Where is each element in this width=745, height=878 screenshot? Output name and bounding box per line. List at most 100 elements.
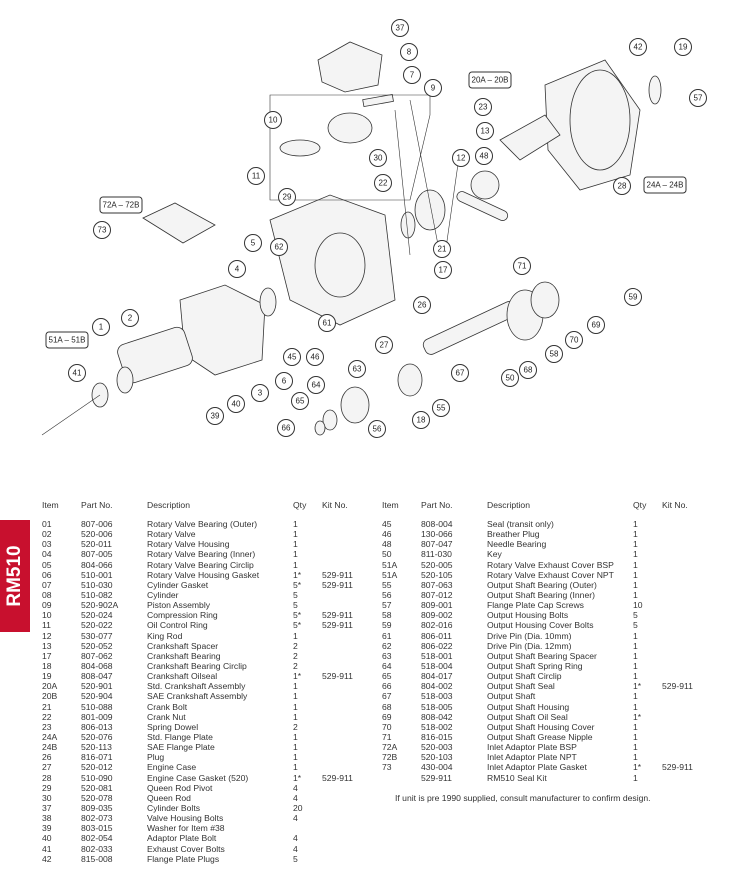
cell-item: 45: [382, 519, 392, 529]
callout-37: 37: [391, 19, 409, 37]
callout-70: 70: [565, 331, 583, 349]
cell-qty: 2: [293, 721, 298, 732]
cell-qty: 2: [293, 640, 298, 651]
cell-desc: Rotary Valve Housing: [147, 539, 230, 550]
callout-71: 71: [513, 257, 531, 275]
callout-27: 27: [375, 336, 393, 354]
cell-qty: 1: [633, 539, 638, 550]
cell-desc: Cylinder: [147, 589, 179, 600]
cell-part: 520-904: [81, 691, 113, 702]
cell-desc: Output Shaft Grease Nipple: [487, 731, 593, 742]
cell-qty: 5: [293, 589, 298, 600]
cell-desc: Washer for Item #38: [147, 823, 225, 834]
cell-desc: Needle Bearing: [487, 539, 547, 550]
callout-number: 7: [410, 71, 415, 80]
cell-desc: Seal (transit only): [487, 519, 554, 529]
callout-number: 69: [592, 321, 601, 330]
cell-item: 55: [382, 579, 392, 590]
cell-qty: 1: [293, 549, 298, 560]
cell-desc: Std. Crankshaft Assembly: [147, 681, 246, 692]
cell-item: 19: [42, 671, 52, 682]
cell-part: 802-016: [421, 620, 453, 631]
cell-kit: 529-911: [322, 579, 353, 590]
cell-qty: 5*: [293, 610, 302, 621]
cell-part: 510-001: [81, 569, 113, 580]
callout-21: 21: [433, 240, 451, 258]
cell-desc: Output Shaft: [487, 691, 536, 702]
cell-part: 802-033: [81, 843, 113, 854]
callout-9: 9: [424, 79, 442, 97]
header-part: Part No.: [81, 500, 113, 510]
cell-part: 510-082: [81, 589, 113, 600]
callout-circle: [92, 318, 110, 336]
cell-part: 518-002: [421, 721, 453, 732]
cell-item: 01: [42, 519, 52, 529]
callout-number: 46: [311, 353, 320, 362]
cell-item: 62: [382, 640, 392, 651]
callout-number: 5: [251, 239, 256, 248]
model-tab-label: RM510: [4, 545, 25, 607]
callout-number: 45: [288, 353, 297, 362]
cell-part: 520-022: [81, 620, 113, 631]
cell-part: 520-105: [421, 569, 453, 580]
cell-item: 11: [42, 620, 51, 631]
cell-item: 12: [42, 630, 52, 641]
callout-62: 62: [270, 238, 288, 256]
cell-desc: Exhaust Cover Bolts: [147, 843, 225, 854]
cell-part: 520-103: [421, 752, 453, 763]
cell-desc: Rotary Valve Exhaust Cover BSP: [487, 559, 614, 570]
callout-circle: [291, 392, 309, 410]
callout-box-frame: [45, 331, 89, 349]
cell-item: 58: [382, 610, 392, 621]
callout-box-frame: [643, 176, 687, 194]
cell-part: 520-012: [81, 762, 113, 773]
callout-circle: [432, 399, 450, 417]
cell-desc: Rotary Valve: [147, 529, 196, 540]
cell-qty: 10: [633, 600, 643, 611]
callout-57: 57: [689, 89, 707, 107]
callout-circle: [451, 364, 469, 382]
callout-circle: [68, 364, 86, 382]
cell-part: 806-022: [421, 640, 453, 651]
callout-64: 64: [307, 376, 325, 394]
cell-part: 520-005: [421, 559, 453, 570]
cell-qty: 1: [633, 772, 638, 783]
callout-22: 22: [374, 174, 392, 192]
callout-circle: [565, 331, 583, 349]
callout-circle: [519, 361, 537, 379]
callout-46: 46: [306, 348, 324, 366]
callout-circle: [348, 360, 366, 378]
cell-part: 809-002: [421, 610, 453, 621]
callout-box-label: 24A – 24B: [647, 181, 684, 190]
callout-number: 1: [99, 323, 104, 332]
cell-desc: Queen Rod: [147, 792, 191, 803]
cell-item: 37: [42, 802, 52, 813]
cell-desc: Inlet Adaptor Plate Gasket: [487, 762, 587, 773]
callout-number: 70: [570, 336, 579, 345]
cell-part: 520-081: [81, 782, 113, 793]
callout-23: 23: [474, 98, 492, 116]
callout-number: 57: [694, 94, 703, 103]
callout-10: 10: [264, 111, 282, 129]
cell-qty: 1: [293, 519, 298, 529]
cell-part: 807-063: [421, 579, 453, 590]
callout-circle: [674, 38, 692, 56]
callout-number: 26: [418, 301, 427, 310]
callout-42: 42: [629, 38, 647, 56]
cell-qty: 1: [633, 742, 638, 753]
cell-desc: Crankshaft Bearing: [147, 650, 221, 661]
callout-circle: [474, 98, 492, 116]
